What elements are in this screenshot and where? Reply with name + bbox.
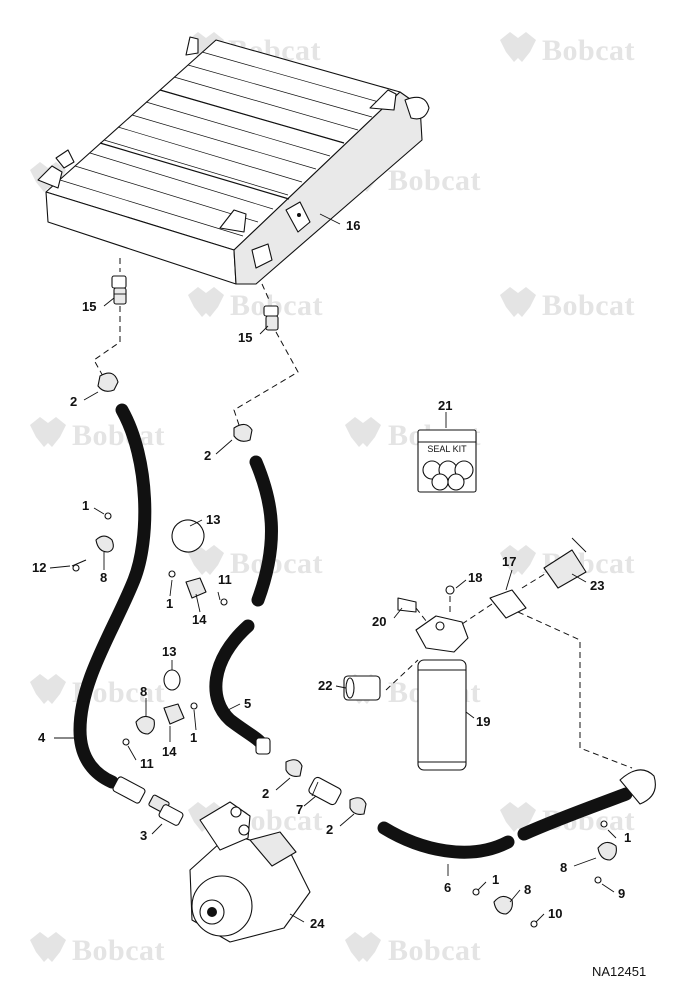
callout-8: 8 [560,860,567,875]
hose-6-left [377,821,515,859]
callout-16: 16 [346,218,360,233]
callout-5: 5 [244,696,251,711]
oil-cooler [37,36,430,285]
clamps [71,512,617,928]
callout-1: 1 [166,596,173,611]
seal-kit-box: SEAL KIT [417,429,477,493]
callout-8: 8 [100,570,107,585]
callout-19: 19 [476,714,490,729]
hose-ends [97,372,656,815]
callout-11: 11 [140,756,154,771]
callout-3: 3 [140,828,147,843]
callout-2: 2 [326,822,333,837]
callout-13: 13 [206,512,220,527]
callout-24: 24 [310,916,325,931]
callout-2: 2 [262,786,269,801]
callout-14: 14 [192,612,207,627]
callout-1: 1 [624,830,631,845]
watermark-logo: Bobcat [30,417,165,452]
callout-18: 18 [468,570,482,585]
callout-15: 15 [238,330,252,345]
callout-20: 20 [372,614,386,629]
callout-17: 17 [502,554,516,569]
callout-4: 4 [38,730,46,745]
watermark-text: Bobcat [542,34,635,67]
hydraulic-filter [343,537,587,771]
watermark-logo: Bobcat [345,932,481,967]
hose-5-lower [209,619,271,755]
leader-lines [49,213,617,923]
fitting-3 [158,804,184,826]
callout-1: 1 [82,498,89,513]
callout-15: 15 [82,299,96,314]
callout-2: 2 [70,394,77,409]
callout-12: 12 [32,560,46,575]
callout-10: 10 [548,906,562,921]
connection-lines [93,258,633,769]
fitting-15-right [263,305,279,331]
watermark-logo: Bobcat [188,287,323,322]
callout-2: 2 [204,448,211,463]
callout-6: 6 [444,880,451,895]
callout-13: 13 [162,644,176,659]
watermark-text: Bobcat [72,934,165,967]
callout-1: 1 [492,872,499,887]
hose-6-right [517,787,633,841]
hydraulic-pump [189,801,311,943]
callout-11: 11 [218,572,232,587]
callout-22: 22 [318,678,332,693]
hose-4 [73,403,152,789]
reference-number: NA12451 [592,964,646,979]
hoses [73,403,633,859]
callout-1: 1 [190,730,197,745]
watermark-text: Bobcat [388,164,481,197]
callout-21: 21 [438,398,452,413]
callout-7: 7 [296,802,303,817]
watermark-logo: Bobcat [30,932,165,967]
watermark-logo: Bobcat [500,32,635,67]
watermark-text: Bobcat [542,289,635,322]
coupler-7 [308,776,342,806]
fitting-15-left [111,275,127,305]
callouts: 15 15 16 2 2 21 1 13 12 8 1 14 11 18 17 … [32,218,631,931]
watermark-logo: Bobcat [500,287,635,322]
hose-5-upper [249,455,278,607]
cable-ties [163,519,207,725]
seal-kit-label: SEAL KIT [427,444,467,454]
watermark-text: Bobcat [388,934,481,967]
callout-14: 14 [162,744,177,759]
callout-8: 8 [140,684,147,699]
callout-9: 9 [618,886,625,901]
watermark-text: Bobcat [72,419,165,452]
watermark-logo: Bobcat [188,545,323,580]
callout-8: 8 [524,882,531,897]
callout-23: 23 [590,578,604,593]
